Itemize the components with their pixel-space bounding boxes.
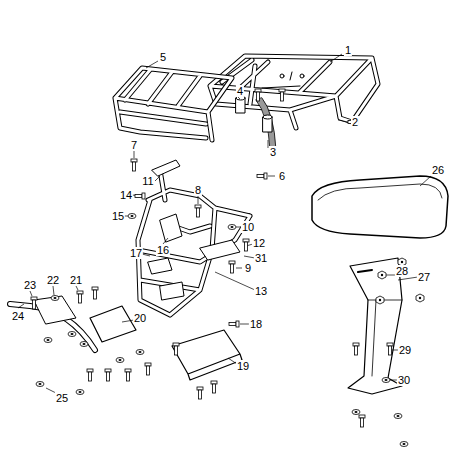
callout-number: 27 <box>417 271 431 283</box>
callout-number: 5 <box>159 51 167 63</box>
callout-number: 26 <box>431 164 445 176</box>
callout-number: 15 <box>111 210 125 222</box>
callout-number: 18 <box>249 318 263 330</box>
footrest <box>10 296 95 350</box>
callout-number: 10 <box>241 221 255 233</box>
callout-number: 28 <box>395 265 409 277</box>
rear-rack <box>210 56 378 128</box>
callout-number: 30 <box>397 374 411 386</box>
callout-number: 13 <box>254 285 268 297</box>
callout-number: 9 <box>244 262 252 274</box>
callout-number: 8 <box>194 184 202 196</box>
callout-number: 29 <box>398 344 412 356</box>
callout-number: 3 <box>269 146 277 158</box>
callout-number: 2 <box>351 116 359 128</box>
callout-number: 24 <box>11 310 25 322</box>
callout-number: 11 <box>141 175 154 187</box>
callout-number: 25 <box>55 392 69 404</box>
callout-number: 19 <box>236 360 250 372</box>
callout-number: 12 <box>252 237 266 249</box>
callout-number: 16 <box>156 244 170 256</box>
callout-number: 14 <box>119 189 133 201</box>
callout-number: 4 <box>236 85 244 97</box>
frame <box>138 170 250 315</box>
fasteners <box>31 89 424 447</box>
callout-number: 31 <box>254 252 268 264</box>
callout-number: 23 <box>23 279 37 291</box>
callout-number: 17 <box>129 247 143 259</box>
callout-number: 7 <box>130 139 138 151</box>
callout-number: 20 <box>133 312 147 324</box>
front-rack <box>115 68 232 140</box>
callout-number: 21 <box>69 274 83 286</box>
callout-number: 6 <box>278 170 286 182</box>
callout-number: 22 <box>46 274 60 286</box>
callout-number: 1 <box>344 44 352 56</box>
